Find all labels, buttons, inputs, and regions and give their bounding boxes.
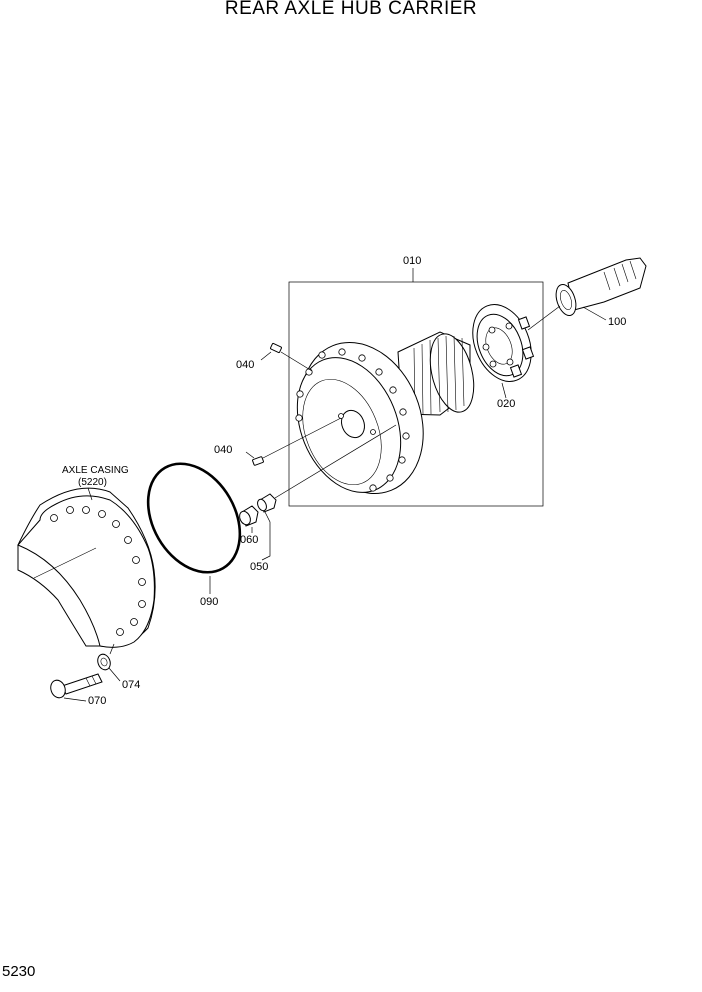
o-ring-090[interactable] — [129, 447, 258, 588]
assembly-box-010 — [288, 281, 544, 507]
axle-casing-ref: (5220) — [78, 477, 107, 488]
callout-070[interactable]: 070 — [88, 695, 106, 707]
callout-040-lower[interactable]: 040 — [214, 444, 232, 456]
ring-part-020[interactable] — [462, 296, 542, 390]
page-number: 5230 — [2, 963, 36, 980]
axle-casing-name: AXLE CASING — [62, 465, 129, 476]
callout-020[interactable]: 020 — [497, 398, 515, 410]
plug-060[interactable] — [238, 505, 259, 527]
hub-carrier-010[interactable] — [278, 324, 481, 512]
axle-shaft-100[interactable] — [552, 257, 647, 318]
callout-074[interactable]: 074 — [122, 679, 140, 691]
breather-050[interactable] — [256, 493, 277, 513]
washer-074[interactable] — [96, 652, 113, 671]
axle-casing-reference[interactable] — [17, 487, 156, 648]
callout-050[interactable]: 050 — [250, 561, 268, 573]
callout-040-upper[interactable]: 040 — [236, 359, 254, 371]
callout-090[interactable]: 090 — [200, 596, 218, 608]
set-screw-040-upper[interactable] — [270, 342, 282, 354]
callout-010[interactable]: 010 — [403, 255, 421, 267]
page-title: REAR AXLE HUB CARRIER — [224, 0, 478, 19]
callout-100[interactable]: 100 — [608, 316, 626, 328]
callout-060[interactable]: 060 — [240, 534, 258, 546]
set-screw-040-lower[interactable] — [252, 456, 264, 466]
bolt-070[interactable] — [48, 673, 103, 700]
